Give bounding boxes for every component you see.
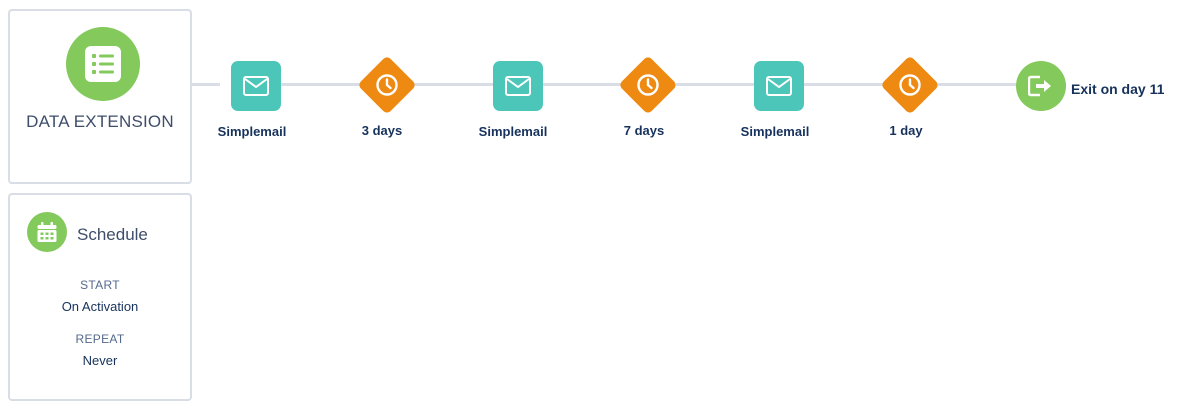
exit-node[interactable]	[1016, 61, 1066, 111]
wait-activity-1[interactable]	[357, 55, 417, 115]
envelope-icon	[243, 76, 269, 96]
connector-line	[938, 83, 1018, 86]
wait-activity-label: 1 day	[889, 123, 923, 138]
calendar-icon	[27, 212, 67, 252]
schedule-title: Schedule	[77, 225, 148, 244]
entry-source-card[interactable]: DATA EXTENSION	[8, 9, 192, 184]
schedule-repeat-value: Never	[82, 353, 118, 368]
email-activity-2[interactable]	[493, 61, 543, 111]
connector-line	[676, 83, 756, 86]
schedule-start-label: START	[80, 278, 120, 292]
envelope-icon	[505, 76, 531, 96]
wait-activity-3[interactable]	[880, 55, 940, 115]
envelope-icon	[766, 76, 792, 96]
schedule-repeat-label: REPEAT	[75, 332, 125, 346]
schedule-start-value: On Activation	[61, 299, 139, 314]
exit-label: Exit on day 11	[1071, 81, 1165, 97]
email-activity-label: Simplemail	[217, 124, 287, 139]
entry-source-label: DATA EXTENSION	[26, 112, 174, 131]
connector-line	[280, 83, 360, 86]
connector-line	[542, 83, 622, 86]
email-activity-label: Simplemail	[478, 124, 548, 139]
email-activity-label: Simplemail	[740, 124, 810, 139]
wait-activity-2[interactable]	[618, 55, 678, 115]
clock-icon	[376, 74, 398, 96]
connector-line	[192, 83, 220, 86]
wait-activity-label: 7 days	[623, 123, 665, 138]
schedule-card[interactable]: Schedule START On Activation REPEAT Neve…	[8, 193, 192, 401]
connector-line	[414, 83, 494, 86]
data-extension-icon	[66, 27, 140, 101]
clock-icon	[899, 74, 921, 96]
exit-icon	[1028, 75, 1051, 97]
email-activity-3[interactable]	[754, 61, 804, 111]
connector-line	[804, 83, 884, 86]
wait-activity-label: 3 days	[361, 123, 403, 138]
email-activity-1[interactable]	[231, 61, 281, 111]
clock-icon	[637, 74, 659, 96]
